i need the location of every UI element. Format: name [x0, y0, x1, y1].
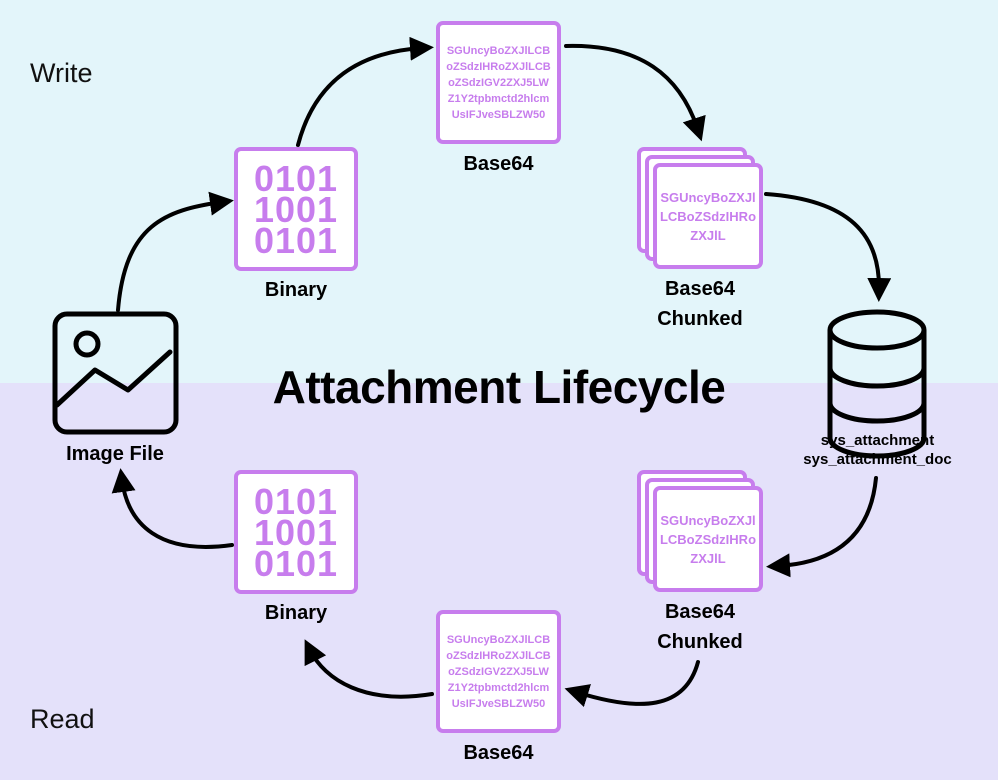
arrow-binary-to-image [111, 468, 234, 549]
chunk-line: LCBoZSdzIHRo [659, 208, 757, 224]
write-chunked-box: SGUncyBoZXJl LCBoZSdzIHRo ZXJlL [653, 163, 763, 269]
base64-line: oZSdzIHRoZXJlLCB [446, 60, 551, 73]
read-binary-box: 0101 1001 0101 [234, 470, 358, 594]
arrow-binary-to-base64 [296, 36, 434, 147]
base64-line: UsIFJveSBLZW50 [451, 697, 546, 710]
arrow-chunked-to-base64 [564, 660, 700, 708]
binary-line: 0101 [253, 480, 339, 522]
base64-line: Z1Y2tpbmctd2hlcm [447, 92, 550, 105]
binary-line: 1001 [253, 511, 339, 553]
write-base64-box: SGUncyBoZXJlLCB oZSdzIHRoZXJlLCB oZSdzIG… [436, 21, 561, 144]
write-section-label: Write [30, 58, 93, 88]
binary-line: 0101 [253, 219, 339, 261]
database-icon [827, 309, 927, 459]
chunk-line: ZXJlL [690, 227, 726, 243]
base64-line: Z1Y2tpbmctd2hlcm [447, 681, 550, 694]
arrow-base64-to-binary [304, 639, 434, 699]
read-binary-label: Binary [264, 602, 328, 624]
read-chunked-label-line-1: Base64 [664, 601, 736, 623]
base64-line: oZSdzIGV2ZXJ5LW [448, 665, 549, 678]
base64-line: oZSdzIHRoZXJlLCB [446, 649, 551, 662]
read-section-label: Read [30, 704, 95, 734]
binary-line: 0101 [253, 157, 339, 199]
read-chunked-label-line-2: Chunked [657, 631, 743, 653]
write-chunked-label-line-1: Base64 [664, 278, 736, 300]
read-chunked-box: SGUncyBoZXJl LCBoZSdzIHRo ZXJlL [653, 486, 763, 592]
binary-line: 0101 [253, 542, 339, 584]
database-table-2: sys_attachment_doc [803, 451, 952, 468]
diagram-title: Attachment Lifecycle [272, 361, 726, 413]
write-binary-box: 0101 1001 0101 [234, 147, 358, 271]
read-base64-label: Base64 [463, 742, 534, 764]
arrow-base64-to-chunked [564, 43, 706, 142]
write-base64-label: Base64 [463, 153, 534, 175]
base64-line: UsIFJveSBLZW50 [451, 108, 546, 121]
base64-line: SGUncyBoZXJlLCB [446, 633, 551, 646]
arrow-chunked-to-database [764, 192, 892, 302]
database-labels: sys_attachment sys_attachment_doc [790, 431, 965, 469]
base64-line: SGUncyBoZXJlLCB [446, 44, 551, 57]
arrow-database-to-chunked [766, 476, 878, 578]
write-chunked-label-line-2: Chunked [657, 308, 743, 330]
binary-line: 1001 [253, 188, 339, 230]
arrow-image-to-binary [116, 191, 234, 312]
chunk-line: LCBoZSdzIHRo [659, 531, 757, 547]
chunk-line: ZXJlL [690, 550, 726, 566]
base64-line: oZSdzIGV2ZXJ5LW [448, 76, 549, 89]
read-base64-box: SGUncyBoZXJlLCB oZSdzIHRoZXJlLCB oZSdzIG… [436, 610, 561, 733]
read-chunked-label: Base64 Chunked [630, 597, 770, 657]
chunk-line: SGUncyBoZXJl [660, 512, 756, 528]
database-table-1: sys_attachment [820, 432, 935, 449]
write-chunked-label: Base64 Chunked [630, 274, 770, 334]
image-file-label: Image File [66, 443, 164, 465]
write-binary-label: Binary [264, 279, 328, 301]
image-file-icon [52, 311, 179, 435]
chunk-line: SGUncyBoZXJl [660, 189, 756, 205]
